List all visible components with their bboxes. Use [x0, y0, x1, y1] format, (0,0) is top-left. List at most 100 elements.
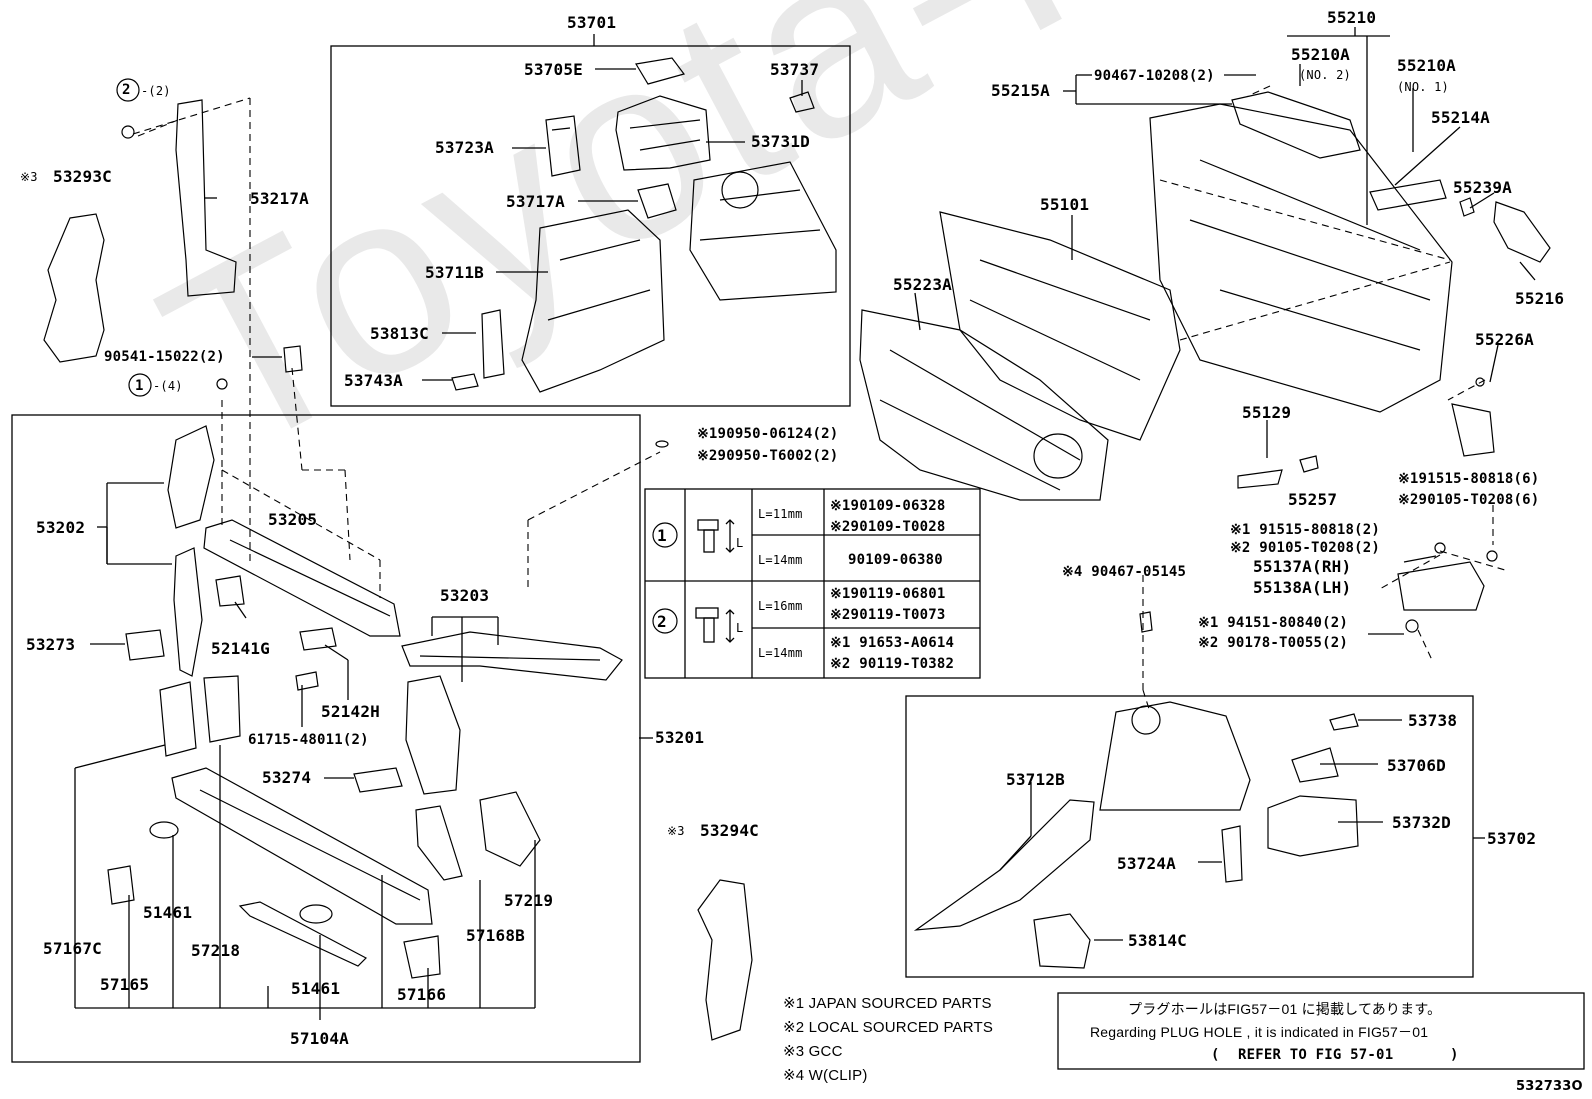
part-label-57165: 57165 [100, 975, 150, 994]
bolt-table-part: ※1 91653-A0614 [830, 635, 955, 651]
part-label-53731D: 53731D [751, 132, 810, 151]
figure-id: 532733O [1516, 1079, 1583, 1094]
bolt-label-90105-T0208-2: ※2 90105-T0208(2) [1230, 540, 1380, 556]
part-label-55138A: 55138A(LH) [1253, 578, 1352, 597]
bolt-table-length-1: L=11mm [758, 507, 803, 521]
part-label-53738: 53738 [1408, 711, 1458, 730]
part-label-55257: 55257 [1288, 490, 1338, 509]
group-label-53203: 53203 [440, 586, 490, 605]
part-label-55226A: 55226A [1475, 330, 1534, 349]
legend-gcc: ※3 GCC [783, 1043, 843, 1060]
part-label-57219: 57219 [504, 891, 554, 910]
part-label-53732D: 53732D [1392, 813, 1451, 832]
part-label-51461-a: 51461 [143, 903, 193, 922]
group-box-53702 [905, 695, 1474, 978]
bolt-table-part: ※290119-T0073 [830, 607, 946, 623]
legend-clip: ※4 W(CLIP) [783, 1067, 868, 1084]
bolt-label-61715-48011: 61715-48011(2) [248, 732, 369, 748]
bolt-table-part: ※190119-06801 [830, 586, 946, 602]
dashed-lines [132, 85, 1506, 713]
group-box-53701 [330, 45, 851, 407]
clip-label-90467-05145: ※4 90467-05145 [1062, 564, 1187, 580]
group-label-53201: 53201 [655, 728, 705, 747]
part-label-53717A: 53717A [506, 192, 565, 211]
part-label-55215A: 55215A [991, 81, 1050, 100]
legend-local-sourced: ※2 LOCAL SOURCED PARTS [783, 1019, 994, 1036]
bolt-table-dim-1: L [736, 536, 744, 550]
part-label-55101: 55101 [1040, 195, 1090, 214]
part-label-53711B: 53711B [425, 263, 484, 282]
part-note-no1: (NO. 1) [1397, 80, 1449, 94]
group-label-57104A: 57104A [290, 1029, 349, 1048]
note-mark-gcc: ※3 [20, 170, 38, 184]
bolt-table-part: 90109-06380 [848, 552, 943, 568]
part-label-53723A: 53723A [435, 138, 494, 157]
part-label-53724A: 53724A [1117, 854, 1176, 873]
part-label-57168B: 57168B [466, 926, 525, 945]
notice-paren-open: ( [1211, 1047, 1220, 1063]
bolt-drawing-2 [695, 607, 735, 643]
bolt-table-part: ※290109-T0028 [830, 519, 946, 535]
bolt-table-circle-2: 2 [657, 612, 667, 631]
part-label-55223A: 55223A [893, 275, 952, 294]
part-note-no2: (NO. 2) [1299, 68, 1351, 82]
bolt-table-grid [644, 488, 981, 679]
part-label-55214A: 55214A [1431, 108, 1490, 127]
part-label-53217A: 53217A [250, 189, 309, 208]
bolt-table-dim-2: L [736, 621, 744, 635]
part-label-53705E: 53705E [524, 60, 583, 79]
part-label-53813C: 53813C [370, 324, 429, 343]
notice-paren-close: ) [1450, 1047, 1459, 1063]
part-label-53706D: 53706D [1387, 756, 1446, 775]
part-label-53205: 53205 [268, 510, 318, 529]
group-label-53702: 53702 [1487, 829, 1537, 848]
bolt-label-90541-15022: 90541-15022(2) [104, 349, 225, 365]
bolt-label-91515-80818-2: ※1 91515-80818(2) [1230, 522, 1380, 538]
part-label-52141G: 52141G [211, 639, 270, 658]
callout-1-qty: -(4) [153, 379, 183, 393]
part-label-52142H: 52142H [321, 702, 380, 721]
notice-refer: REFER TO FIG 57-01 [1238, 1047, 1394, 1063]
part-label-53712B: 53712B [1006, 770, 1065, 789]
bolt-label-90467-10208: 90467-10208(2) [1094, 68, 1215, 84]
part-label-55239A: 55239A [1453, 178, 1512, 197]
part-label-53814C: 53814C [1128, 931, 1187, 950]
bolt-table-circle-1: 1 [657, 526, 667, 545]
bolt-drawing-1 [697, 519, 735, 553]
part-label-53273: 53273 [26, 635, 76, 654]
group-label-55210: 55210 [1327, 8, 1377, 27]
legend-japan-sourced: ※1 JAPAN SOURCED PARTS [783, 995, 992, 1012]
part-label-53743A: 53743A [344, 371, 403, 390]
part-label-55216: 55216 [1515, 289, 1565, 308]
part-label-53737: 53737 [770, 60, 820, 79]
note-mark-gcc-2: ※3 [667, 824, 685, 838]
part-label-53274: 53274 [262, 768, 312, 787]
callout-circle-2: 2 [122, 82, 131, 98]
notice-english: Regarding PLUG HOLE , it is indicated in… [1090, 1024, 1429, 1040]
part-label-55210A-no1: 55210A [1397, 56, 1456, 75]
part-label-53202: 53202 [36, 518, 86, 537]
bolt-label-94151-80840: ※1 94151-80840(2) [1198, 615, 1348, 631]
bolt-label-91515-80818-6: ※191515-80818(6) [1398, 471, 1540, 487]
callout-circle-1: 1 [135, 378, 144, 394]
part-shapes [43, 57, 1551, 1041]
part-label-55137A: 55137A(RH) [1253, 557, 1352, 576]
notice-box [1057, 992, 1585, 1070]
part-label-55210A-no2: 55210A [1291, 45, 1350, 64]
part-label-57167C: 57167C [43, 939, 102, 958]
bolt-table-part: ※190109-06328 [830, 498, 946, 514]
notice-japanese: プラグホールはFIG57－01 に掲載してあります。 [1128, 1001, 1442, 1017]
callout-2-qty: -(2) [141, 84, 171, 98]
part-label-55129: 55129 [1242, 403, 1292, 422]
leader-lines [74, 27, 1536, 1020]
part-label-57218: 57218 [191, 941, 241, 960]
bolt-table-length-2: L=14mm [758, 553, 803, 567]
part-label-53293C: 53293C [53, 167, 112, 186]
bolt-table-part: ※2 90119-T0382 [830, 656, 955, 672]
part-label-51461-b: 51461 [291, 979, 341, 998]
bolt-table-length-4: L=14mm [758, 646, 803, 660]
bolt-label-90950-T6002: ※290950-T6002(2) [697, 448, 839, 464]
part-label-57166: 57166 [397, 985, 447, 1004]
